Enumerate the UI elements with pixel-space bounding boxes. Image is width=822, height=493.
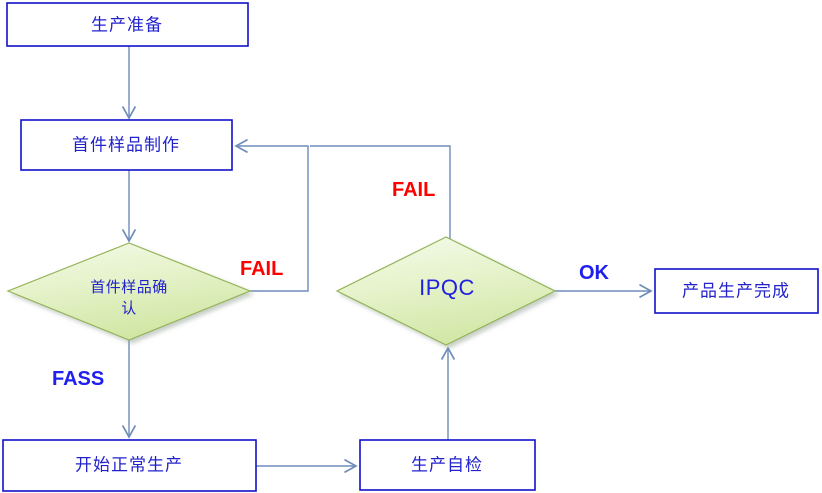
node-start-normal-production-label: 开始正常生产	[75, 455, 183, 474]
node-prep-label: 生产准备	[91, 15, 163, 34]
node-first-sample-make-box	[20, 119, 233, 171]
edge-label-ipqc-fail: FAIL	[392, 179, 435, 201]
node-production-complete-box	[654, 268, 819, 314]
node-first-sample-confirm-diamond	[6, 242, 252, 341]
edge-label-confirm-pass: FASS	[52, 368, 104, 390]
node-start-normal-production[interactable]: 开始正常生产	[2, 439, 257, 492]
node-self-inspection-label: 生产自检	[411, 455, 483, 474]
node-prep-box	[6, 2, 249, 47]
node-first-sample-confirm-label-line2: 认	[121, 300, 137, 317]
node-production-complete[interactable]: 产品生产完成	[654, 268, 819, 314]
node-first-sample-confirm[interactable]: 首件样品确 认	[6, 242, 252, 341]
node-prep[interactable]: 生产准备	[6, 2, 249, 47]
edge-ipqc-fail-to-make	[310, 145, 451, 240]
node-first-sample-make[interactable]: 首件样品制作	[20, 119, 233, 171]
node-first-sample-confirm-label-line1: 首件样品确	[90, 279, 168, 296]
edge-label-ipqc-ok: OK	[579, 262, 610, 284]
edge-label-confirm-fail: FAIL	[240, 258, 283, 280]
node-first-sample-make-label: 首件样品制作	[72, 135, 180, 154]
node-self-inspection-box	[359, 439, 536, 491]
node-self-inspection[interactable]: 生产自检	[359, 439, 536, 491]
node-ipqc-diamond	[335, 236, 557, 346]
node-ipqc-label: IPQC	[419, 275, 475, 300]
node-production-complete-label: 产品生产完成	[682, 281, 790, 300]
edge-confirm-fail-to-make	[234, 138, 309, 292]
node-ipqc[interactable]: IPQC	[335, 236, 557, 346]
node-start-normal-production-box	[2, 439, 257, 492]
